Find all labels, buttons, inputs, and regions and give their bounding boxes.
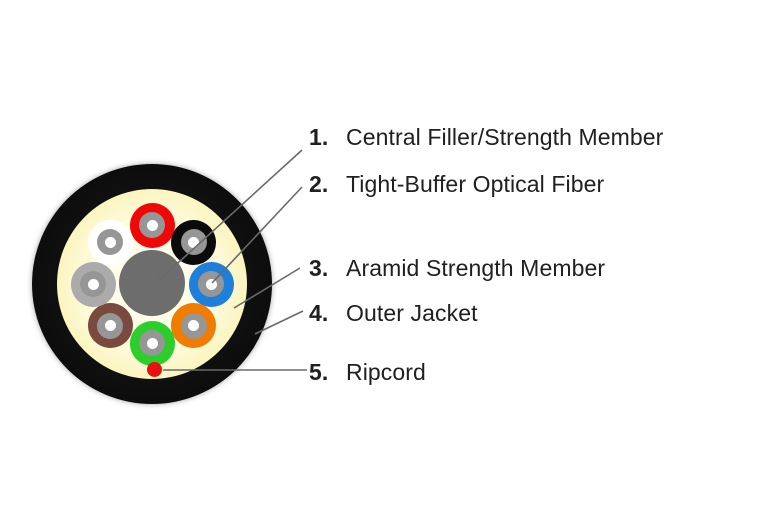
leader-line-4 xyxy=(254,310,304,335)
legend-number-5: 5. xyxy=(309,358,329,385)
leader-line-1 xyxy=(156,149,303,283)
legend-item-2: 2. Tight-Buffer Optical Fiber xyxy=(309,171,604,197)
fiber-white xyxy=(87,219,133,265)
outer-jacket xyxy=(32,164,272,404)
legend-item-4: 4. Outer Jacket xyxy=(309,300,478,326)
fiber-brown xyxy=(87,303,133,349)
fiber-ring xyxy=(57,189,247,379)
legend-item-3: 3. Aramid Strength Member xyxy=(309,255,605,281)
fiber-gray xyxy=(70,261,116,307)
legend-number-4: 4. xyxy=(309,299,329,326)
fiber-red xyxy=(129,202,175,248)
fiber-black xyxy=(171,219,217,265)
legend-item-5: 5. Ripcord xyxy=(309,359,426,385)
leader-line-3 xyxy=(233,267,301,309)
leader-line-2 xyxy=(211,186,303,284)
legend-label-optical-fiber: Tight-Buffer Optical Fiber xyxy=(346,170,605,197)
legend-label-outer-jacket: Outer Jacket xyxy=(346,299,478,326)
legend-label-aramid: Aramid Strength Member xyxy=(346,254,606,281)
legend-label-ripcord: Ripcord xyxy=(346,358,426,385)
central-filler-strength-member xyxy=(119,250,185,316)
fiber-green xyxy=(129,320,175,366)
aramid-strength-member-layer xyxy=(57,189,247,379)
ripcord-dot xyxy=(147,362,162,377)
legend-label-central-filler: Central Filler/Strength Member xyxy=(346,123,664,150)
legend-number-3: 3. xyxy=(309,254,329,281)
fiber-blue xyxy=(188,261,234,307)
fiber-orange xyxy=(171,303,217,349)
legend-number-2: 2. xyxy=(309,170,329,197)
legend-number-1: 1. xyxy=(309,123,329,150)
legend-item-1: 1. Central Filler/Strength Member xyxy=(309,124,663,150)
